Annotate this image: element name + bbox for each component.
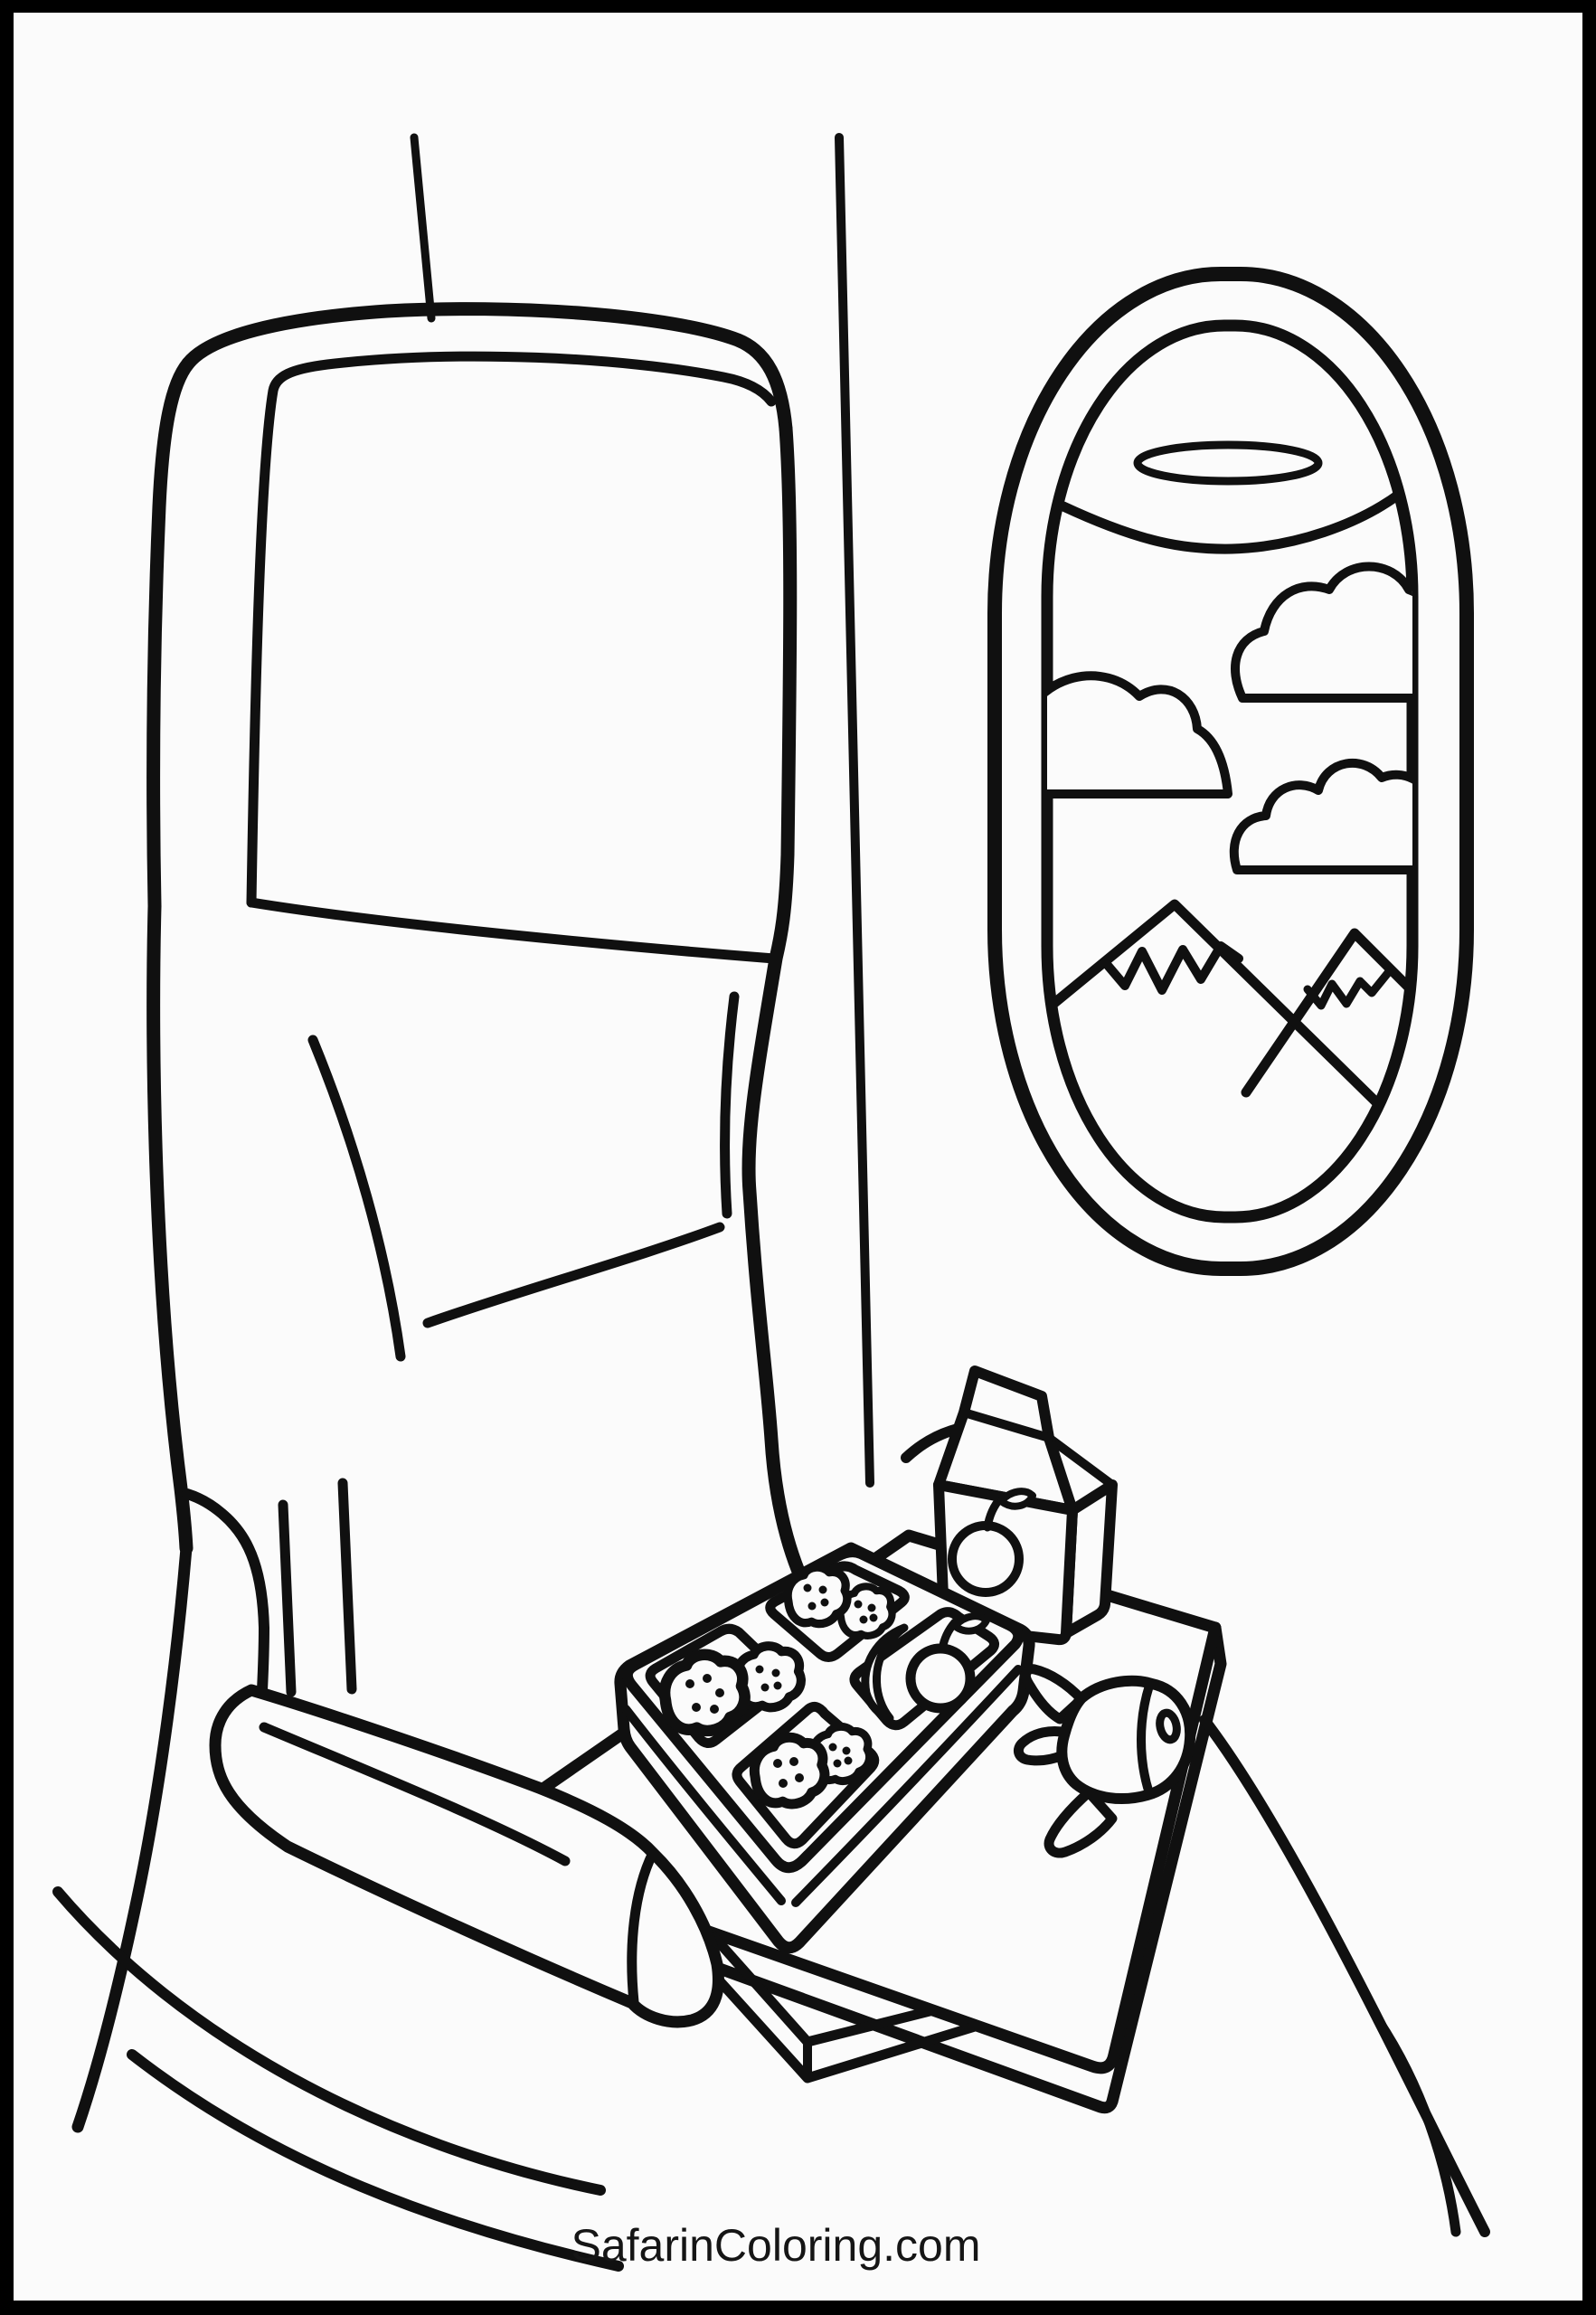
carton-apple-logo [948,1488,1036,1597]
toy-airplane [1013,1664,1196,1858]
site-url-text: SafarinColoring.com [571,2220,981,2271]
cabin-wall-line [410,133,874,1488]
airplane-seat [71,302,825,2133]
seat-right-edge [741,421,825,1617]
seat-base-lines [1199,1715,1490,2237]
apple [905,1612,990,1714]
meal-tray [614,1542,1035,1954]
toy-airplane-wing-lower [1044,1787,1118,1858]
window-clouds [1047,562,1412,874]
fruit-slice [861,1623,909,1723]
seat-left-lower-edge [71,1542,193,2133]
meal-tray-rim [621,1546,1025,1874]
seat-cushion [52,1886,624,2272]
window-mountains [1047,899,1412,1148]
seat-back-seams [307,991,740,1362]
seat-headrest [181,302,793,964]
cookies [665,1646,869,1804]
toy-airplane-window [1156,1708,1181,1744]
window-shade-line [1058,488,1405,554]
window-outer-frame [987,267,1474,1276]
toy-airplane-tail-fin [1020,1664,1087,1724]
berries [788,1567,892,1636]
toy-airplane-wing-upper [1013,1725,1074,1766]
window-glass-highlight [1133,440,1323,486]
seat-armrest [182,1478,724,2028]
seat-left-edge [146,356,195,1555]
airplane-window [987,267,1474,1276]
